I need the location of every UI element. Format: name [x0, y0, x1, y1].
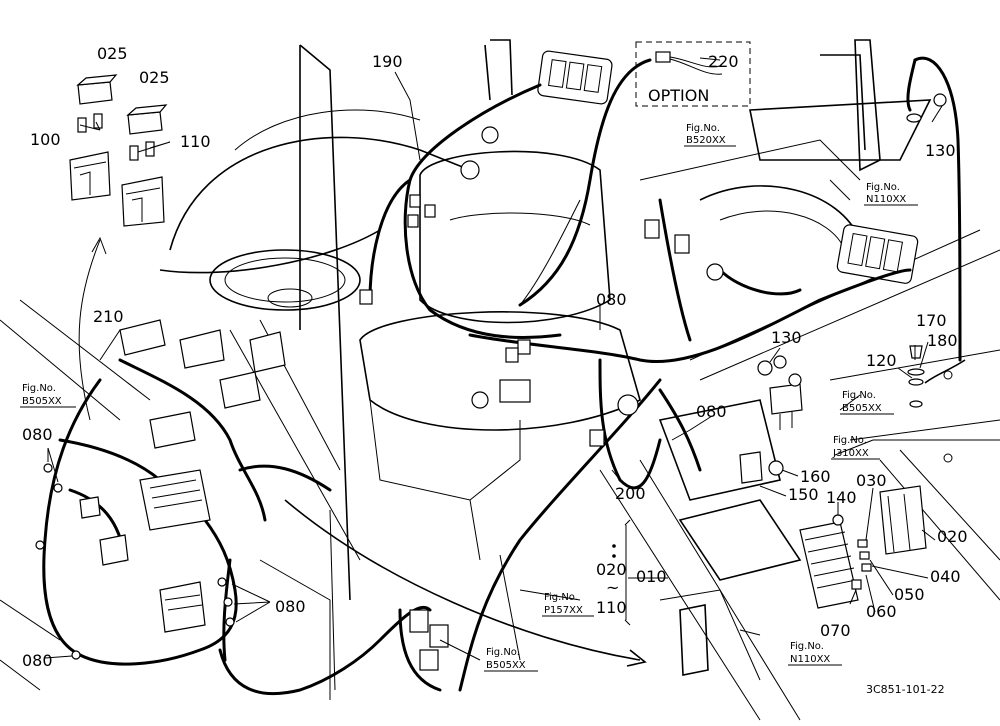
part-025-a: 025	[97, 44, 128, 63]
figref-b505-right-title: Fig.No.	[842, 390, 876, 401]
part-170: 170	[916, 311, 947, 330]
part-220: 220	[708, 52, 739, 71]
figref-n110-bottom-title: Fig.No.	[790, 641, 824, 652]
rear-work-light-top	[537, 50, 613, 105]
option-connector-group	[635, 41, 751, 107]
part-210: 210	[93, 307, 124, 326]
part-range-tilde: ~	[606, 578, 619, 597]
figref-j310-code: J310XX	[832, 448, 869, 459]
part-010: 010	[636, 567, 667, 586]
part-160: 160	[800, 467, 831, 486]
part-080-center: 080	[596, 290, 627, 309]
option-dashed-box	[635, 41, 751, 107]
part-190: 190	[372, 52, 403, 71]
figref-j310-title: Fig.No.	[833, 435, 867, 446]
figure-references: Fig.No. B520XX Fig.No. N110XX Fig.No. B5…	[20, 123, 918, 672]
callout-arrows	[78, 199, 647, 667]
leader-lines	[44, 57, 1000, 661]
figref-n110-bottom-code: N110XX	[790, 654, 830, 665]
figref-b505-right-code: B505XX	[842, 403, 882, 414]
figref-b505-left-code: B505XX	[22, 396, 62, 407]
part-025-b: 025	[139, 68, 170, 87]
part-080-bottom-center: 080	[275, 597, 306, 616]
part-080-bottom-left: 080	[22, 651, 53, 670]
part-130-mid: 130	[771, 328, 802, 347]
part-130-top: 130	[925, 141, 956, 160]
part-110-range-end: 110	[596, 598, 627, 617]
figref-n110-top-title: Fig.No.	[866, 182, 900, 193]
part-070: 070	[820, 621, 851, 640]
part-080-right: 080	[696, 402, 727, 421]
drawing-code: 3C851-101-22	[866, 683, 945, 696]
part-030: 030	[856, 471, 887, 490]
harness-connectors	[35, 126, 724, 671]
part-number-labels: 025 025 100 110 190 220 130 210 080 130 …	[22, 44, 968, 670]
part-080-left: 080	[22, 425, 53, 444]
figref-b520-title: Fig.No.	[686, 123, 720, 134]
figref-n110-top-code: N110XX	[866, 194, 906, 205]
figref-b520-code: B520XX	[686, 135, 726, 146]
part-020-range-start: 020	[596, 560, 627, 579]
relay-fuse-parts-top-left	[69, 74, 168, 227]
figref-b505-left-title: Fig.No.	[22, 383, 56, 394]
figref-p157-code: P157XX	[544, 605, 583, 616]
part-200: 200	[615, 484, 646, 503]
part-180: 180	[927, 331, 958, 350]
part-100: 100	[30, 130, 61, 149]
rear-work-light-right	[836, 224, 919, 284]
part-020: 020	[937, 527, 968, 546]
part-060: 060	[866, 602, 897, 621]
part-050: 050	[894, 585, 925, 604]
figref-b505-bottom-code: B505XX	[486, 660, 526, 671]
part-120: 120	[866, 351, 897, 370]
part-140: 140	[826, 488, 857, 507]
part-110: 110	[180, 132, 211, 151]
right-relay-group	[739, 93, 947, 609]
figref-p157-title: Fig.No.	[544, 592, 578, 603]
option-label: OPTION	[648, 86, 709, 105]
part-040: 040	[930, 567, 961, 586]
part-150: 150	[788, 485, 819, 504]
figref-b505-bottom-title: Fig.No.	[486, 647, 520, 658]
tractor-body-outline	[0, 39, 1000, 721]
fuse-box-left	[79, 319, 286, 633]
